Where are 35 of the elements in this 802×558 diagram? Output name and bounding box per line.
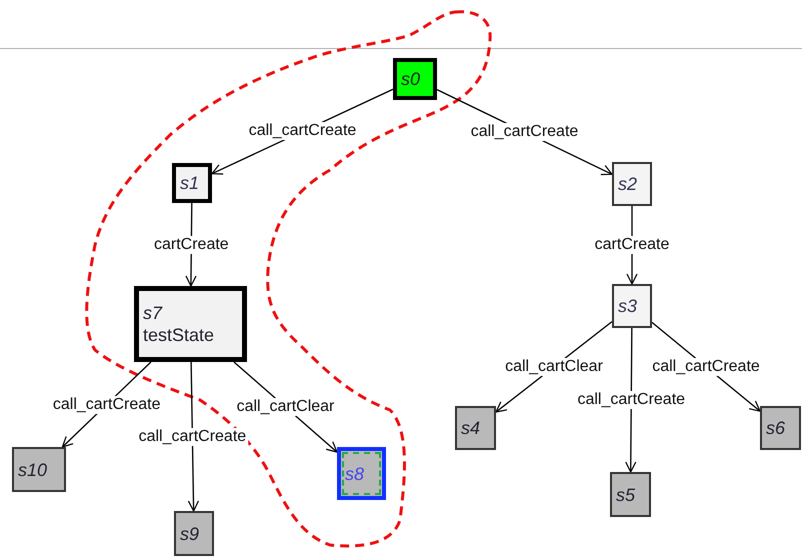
state-box (612, 284, 652, 328)
state-id: s6 (766, 417, 786, 439)
edge-label: call_cartCreate (575, 391, 688, 409)
state-id: s4 (461, 417, 480, 439)
edge-label: call_cartCreate (136, 428, 248, 446)
edge-label: call_cartClear (503, 358, 605, 376)
edge-label: call_cartCreate (650, 358, 762, 376)
state-box (610, 472, 651, 517)
transition-arrow (188, 362, 200, 512)
state-box (612, 162, 652, 206)
state-id: s3 (618, 295, 638, 317)
edge-label: call_cartCreate (246, 122, 358, 140)
state-box (393, 58, 437, 100)
state-box (172, 163, 212, 203)
state-box (337, 447, 386, 500)
state-box (134, 286, 247, 362)
edge-label: cartCreate (152, 236, 231, 254)
edge-label: call_cartClear (234, 398, 336, 416)
state-box (760, 406, 801, 450)
state-name: testState (143, 324, 214, 346)
state-id: s0 (401, 68, 420, 90)
edge-label: cartCreate (592, 236, 672, 254)
edge-label: call_cartCreate (468, 122, 580, 141)
transition-arrow (625, 328, 636, 473)
edge-label: call_cartCreate (50, 396, 162, 414)
state-id: s2 (618, 173, 638, 195)
state-box (12, 447, 66, 492)
state-id: s9 (180, 522, 200, 544)
state-id: s5 (616, 484, 636, 506)
state-id: s1 (180, 172, 200, 194)
state-box (174, 511, 214, 556)
state-id: s10 (18, 458, 48, 480)
state-id: s7 (143, 302, 162, 324)
state-box (455, 406, 496, 450)
state-id: s8 (345, 462, 364, 484)
